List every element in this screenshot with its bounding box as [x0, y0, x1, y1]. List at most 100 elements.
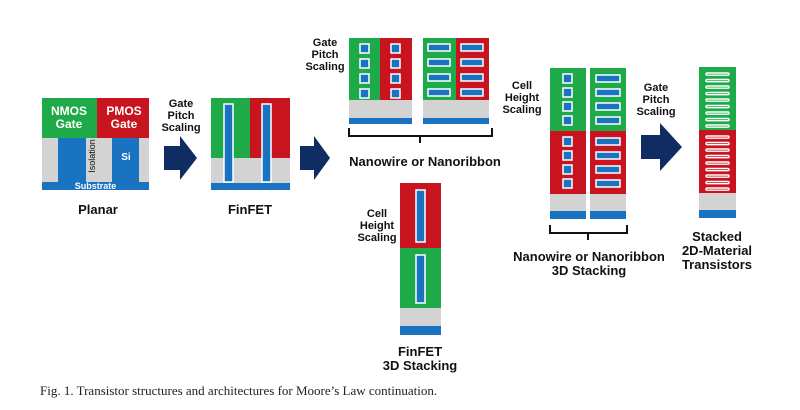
stacked-2d-structure — [699, 67, 736, 218]
nmos-gate-label: NMOS Gate — [51, 104, 87, 131]
nanowire-dot — [562, 115, 573, 126]
finfet-fin-right — [261, 103, 272, 183]
arrow-right-icon — [164, 136, 197, 180]
planar-label: Planar — [78, 202, 118, 217]
s2d-layer — [705, 180, 730, 185]
nanoribbon-bar — [427, 58, 451, 67]
nanowire-dot — [562, 178, 573, 189]
isolation-label: Isolation — [87, 139, 97, 173]
si-label: Si — [121, 152, 131, 163]
s2d-layer — [705, 117, 730, 122]
nanowire-substrate — [349, 118, 412, 124]
nanowire-dot — [562, 164, 573, 175]
s2d-layer — [705, 154, 730, 159]
cell-height-scaling-label-1: Cell Height Scaling — [357, 208, 397, 244]
nanoribbon-3d-stack — [590, 68, 626, 219]
s2d-layer — [705, 135, 730, 139]
nanowire-dot — [390, 58, 401, 69]
nanowire-dot — [359, 88, 370, 99]
gate-pitch-scaling-label-2: Gate Pitch Scaling — [305, 37, 345, 73]
nanoribbon-bar — [595, 102, 621, 111]
s2d-layer — [705, 98, 730, 102]
nr3d-substrate — [590, 211, 626, 219]
nanowire-dot — [359, 73, 370, 84]
pmos-gate-region — [97, 98, 149, 138]
substrate-region — [42, 182, 149, 190]
stacked-2d-label: Stacked 2D-Material Transistors — [681, 229, 753, 272]
s2d-layer — [705, 141, 730, 146]
substrate-label: Substrate — [74, 181, 117, 191]
nanowire-cell-1 — [349, 38, 412, 124]
s2d-substrate — [699, 210, 736, 218]
nmos-si-region — [58, 138, 86, 182]
nanowire-dot — [562, 87, 573, 98]
pmos-si-region — [112, 138, 139, 182]
nanoribbon-bar — [595, 179, 621, 188]
nanowire-base — [349, 100, 412, 118]
nanoribbon-bar — [595, 165, 621, 174]
planar-structure — [42, 98, 149, 190]
figure-caption: Fig. 1. Transistor structures and archit… — [40, 383, 438, 398]
s2d-layer — [705, 148, 730, 152]
nanoribbon-substrate — [423, 118, 489, 124]
nanoribbon-bar — [595, 151, 621, 160]
nanowire-dot — [390, 73, 401, 84]
nanoribbon-base — [423, 100, 489, 118]
nanowire-dot — [562, 101, 573, 112]
s2d-layer — [705, 85, 730, 89]
finfet-3d-fin-top — [415, 189, 426, 243]
arrow-right-icon — [300, 136, 330, 180]
arrow-right-icon — [641, 123, 682, 171]
nanoribbon-bar — [460, 73, 484, 82]
nanowire-dot — [562, 73, 573, 84]
nanowire-3d-stack — [550, 68, 586, 219]
s2d-layer — [705, 104, 730, 109]
nanoribbon-bar — [460, 43, 484, 52]
finfet-3d-substrate — [400, 326, 441, 335]
nanoribbon-bar — [595, 88, 621, 97]
s2d-layer — [705, 91, 730, 96]
finfet-3d-fin-bottom — [415, 254, 426, 304]
nanoribbon-bar — [460, 58, 484, 67]
s2d-layer — [705, 124, 730, 128]
nanowire-3d-stacking-label: Nanowire or Nanoribbon 3D Stacking — [513, 249, 665, 278]
nanoribbon-bar — [427, 43, 451, 52]
nanowire-bracket — [348, 128, 493, 137]
nw3d-substrate — [550, 211, 586, 219]
s2d-layer — [705, 72, 730, 76]
nanoribbon-bar — [427, 88, 451, 97]
finfet-3d-stacking-label: FinFET 3D Stacking — [382, 344, 458, 373]
nr3d-base — [590, 194, 626, 211]
nanowire-dot — [562, 136, 573, 147]
nw3d-base — [550, 194, 586, 211]
nanowire-dot — [390, 88, 401, 99]
nanoribbon-bar — [427, 73, 451, 82]
gate-pitch-scaling-label-3: Gate Pitch Scaling — [636, 82, 676, 118]
nanoribbon-bar — [595, 74, 621, 83]
s2d-layer — [705, 187, 730, 191]
nanoribbon-cell-1 — [423, 38, 489, 124]
nanoribbon-bar — [460, 88, 484, 97]
pmos-gate-label: PMOS Gate — [106, 104, 142, 131]
s2d-layer — [705, 167, 730, 172]
nanowire-nanoribbon-label: Nanowire or Nanoribbon — [349, 154, 501, 169]
finfet-base — [211, 158, 290, 183]
finfet-structure — [211, 98, 290, 190]
cell-height-scaling-label-2: Cell Height Scaling — [502, 80, 542, 116]
finfet-fin-left — [223, 103, 234, 183]
s2d-layer — [705, 111, 730, 115]
nanowire-dot — [390, 43, 401, 54]
finfet-3d-stack — [400, 183, 441, 335]
s2d-base — [699, 193, 736, 210]
nanowire-dot — [562, 150, 573, 161]
s2d-layer — [705, 161, 730, 165]
nanoribbon-bar — [595, 137, 621, 146]
finfet-label: FinFET — [227, 202, 273, 217]
gate-pitch-scaling-label-1: Gate Pitch Scaling — [161, 98, 201, 134]
nanoribbon-bar — [595, 116, 621, 125]
s2d-layer — [705, 78, 730, 83]
finfet-substrate — [211, 183, 290, 190]
nanowire-dot — [359, 43, 370, 54]
finfet-3d-base — [400, 308, 441, 326]
